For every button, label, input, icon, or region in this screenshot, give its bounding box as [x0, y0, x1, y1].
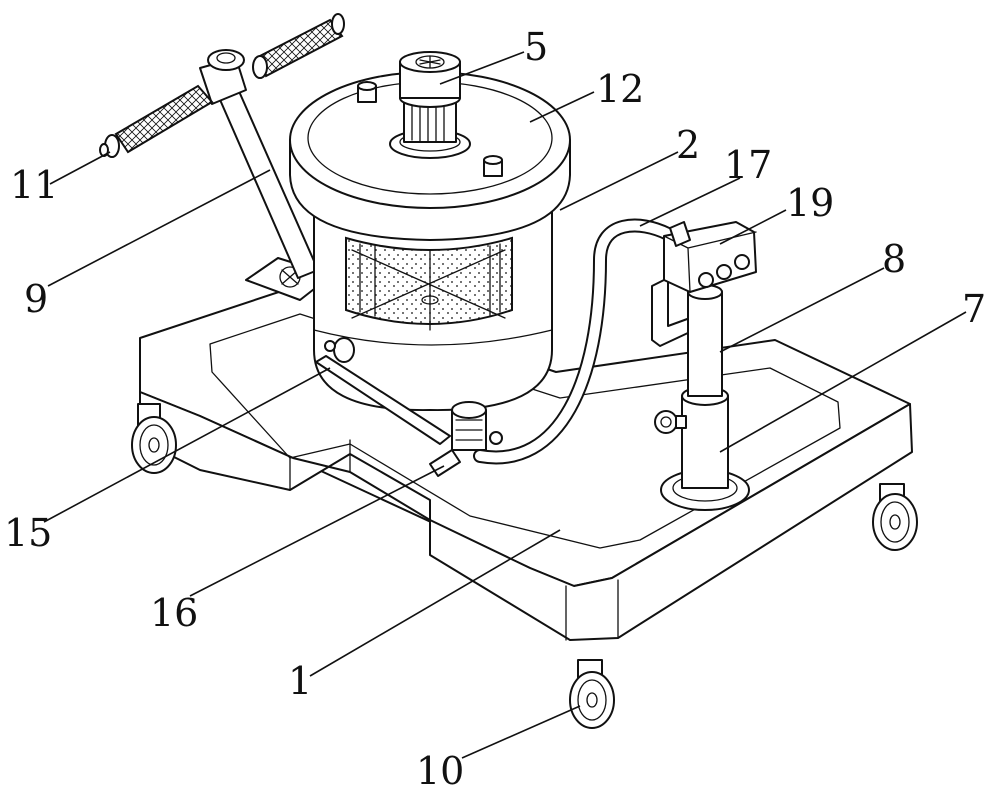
caster-wheel-bottom: [569, 659, 615, 729]
label-10: 10: [416, 749, 464, 791]
label-17: 17: [724, 143, 772, 187]
leader-lines: [43, 51, 967, 759]
telescopic-rod: [687, 284, 723, 397]
label-7: 7: [962, 287, 986, 331]
label-5: 5: [524, 25, 548, 69]
reference-numerals: 5 12 2 17 19 8 7 11 9 15 16 1 10: [4, 25, 986, 791]
label-15: 15: [4, 511, 52, 555]
outlet-valve: [315, 337, 451, 445]
label-16: 16: [150, 591, 198, 635]
grip-handles: [99, 13, 345, 158]
caster-wheel-front-left: [131, 403, 177, 474]
label-12: 12: [596, 67, 644, 111]
hose: [473, 218, 675, 465]
label-9: 9: [24, 277, 48, 321]
label-8: 8: [882, 237, 906, 281]
mixing-tank: [313, 199, 553, 412]
support-post: [654, 386, 750, 511]
label-2: 2: [676, 123, 700, 167]
label-19: 19: [786, 181, 834, 225]
lid-motor: [389, 51, 471, 159]
label-11: 11: [10, 163, 58, 207]
caster-wheel-front-right: [872, 483, 918, 551]
handle-arm: [199, 49, 319, 279]
label-1: 1: [288, 659, 312, 703]
